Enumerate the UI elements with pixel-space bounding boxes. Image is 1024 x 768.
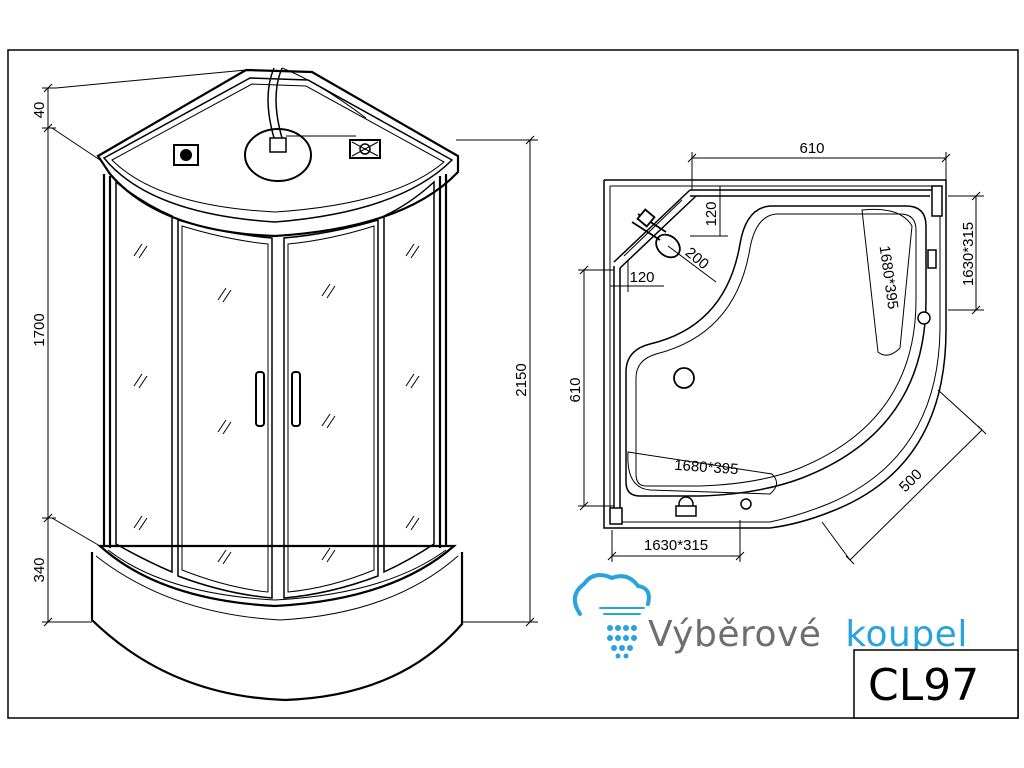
shower-pipe: [267, 67, 283, 139]
bottom-rail-inner: [107, 549, 447, 601]
right-dimension-line: [456, 135, 538, 627]
dim-height-body: 1700: [31, 313, 48, 346]
shower-cloud-icon: [572, 573, 651, 659]
model-box: [853, 649, 1019, 719]
plan-jet-assembly-icon: [631, 208, 681, 259]
dim-line-panel-right: [948, 191, 984, 315]
dim-line-offset-top: [690, 186, 728, 237]
roof-outline: [96, 68, 460, 238]
front-view: 40 1700 340 2150: [31, 67, 538, 702]
ceiling-light-icon: [173, 144, 199, 166]
bottom-rail: [97, 544, 457, 608]
plan-left-rail: [613, 266, 621, 516]
left-door-handle: [255, 371, 265, 427]
dim-line-outer-radius: [821, 389, 987, 565]
plan-fittings: [609, 185, 943, 525]
plan-corner-panel-inner: [623, 199, 683, 257]
model-code: CL97: [868, 660, 979, 711]
dim-offset-top: 120: [703, 201, 720, 226]
left-side-panel: [115, 180, 173, 574]
dim-radius-outer: 500: [896, 466, 926, 496]
brand-name-part2: koupel: [845, 614, 967, 655]
roof-inner-rim: [111, 83, 445, 213]
glass-reflection-marks: [133, 243, 420, 565]
shower-tray-base: [90, 552, 464, 702]
left-door-panel: [177, 219, 273, 599]
ventilation-fan-icon: [349, 139, 381, 159]
dim-line-panel-bottom: [607, 520, 745, 562]
shower-pipe-branch: [281, 67, 367, 137]
dim-panel-right-seat: 1680*395: [876, 244, 902, 310]
dim-line-offset-left: [610, 260, 664, 292]
right-door-handle: [291, 371, 301, 427]
dim-panel-bottom-seat: 1680*395: [674, 457, 739, 478]
door-frame-inner: [181, 225, 375, 593]
brand-name-part1: Výběrové: [648, 614, 821, 655]
dim-offset-left: 120: [629, 269, 654, 286]
dim-line-left-height: [578, 265, 614, 511]
rain-shower-head: [244, 128, 312, 182]
drawing-border: [7, 49, 1019, 719]
left-frame: [102, 174, 112, 548]
plan-basin-inner: [635, 213, 917, 487]
shower-head-connector: [269, 137, 287, 153]
dim-height-total: 2150: [513, 363, 530, 396]
brand-logo: Výběrové koupel: [572, 573, 968, 659]
dim-panel-right-top: 1630*315: [960, 222, 977, 286]
right-door-panel: [283, 219, 379, 599]
plan-corner-panel: [613, 189, 697, 269]
dim-height-top: 40: [31, 102, 48, 119]
left-dimension-line: [42, 69, 247, 627]
dim-line-top-width: [687, 152, 951, 190]
plan-seat-bottom: [627, 451, 777, 495]
dim-height-left: 610: [567, 377, 584, 402]
wall-line-bottom: [51, 517, 101, 547]
dim-panel-bottom: 1630*315: [644, 537, 708, 554]
plan-tray-outer-curve-2: [769, 329, 941, 523]
dim-height-base: 340: [31, 557, 48, 582]
dim-width-top: 610: [799, 140, 824, 157]
plan-tray-outer-curve: [769, 329, 947, 529]
brand-name: Výběrové koupel: [648, 614, 968, 655]
right-frame: [438, 174, 448, 548]
right-side-panel: [383, 180, 435, 574]
dim-line-jet-radius: [667, 245, 717, 283]
shower-tray-edge: [95, 555, 459, 621]
plan-basin-outline: [625, 205, 927, 497]
roof-rim: [102, 77, 454, 223]
plan-seat-right: [861, 208, 913, 356]
plan-drain: [673, 367, 695, 389]
dim-radius-jet: 200: [682, 244, 712, 273]
plan-view: 610 610 120 120 200 1630*315 1680*395 16…: [567, 140, 987, 565]
wall-line-top: [51, 127, 101, 161]
plan-top-rail: [690, 189, 936, 197]
